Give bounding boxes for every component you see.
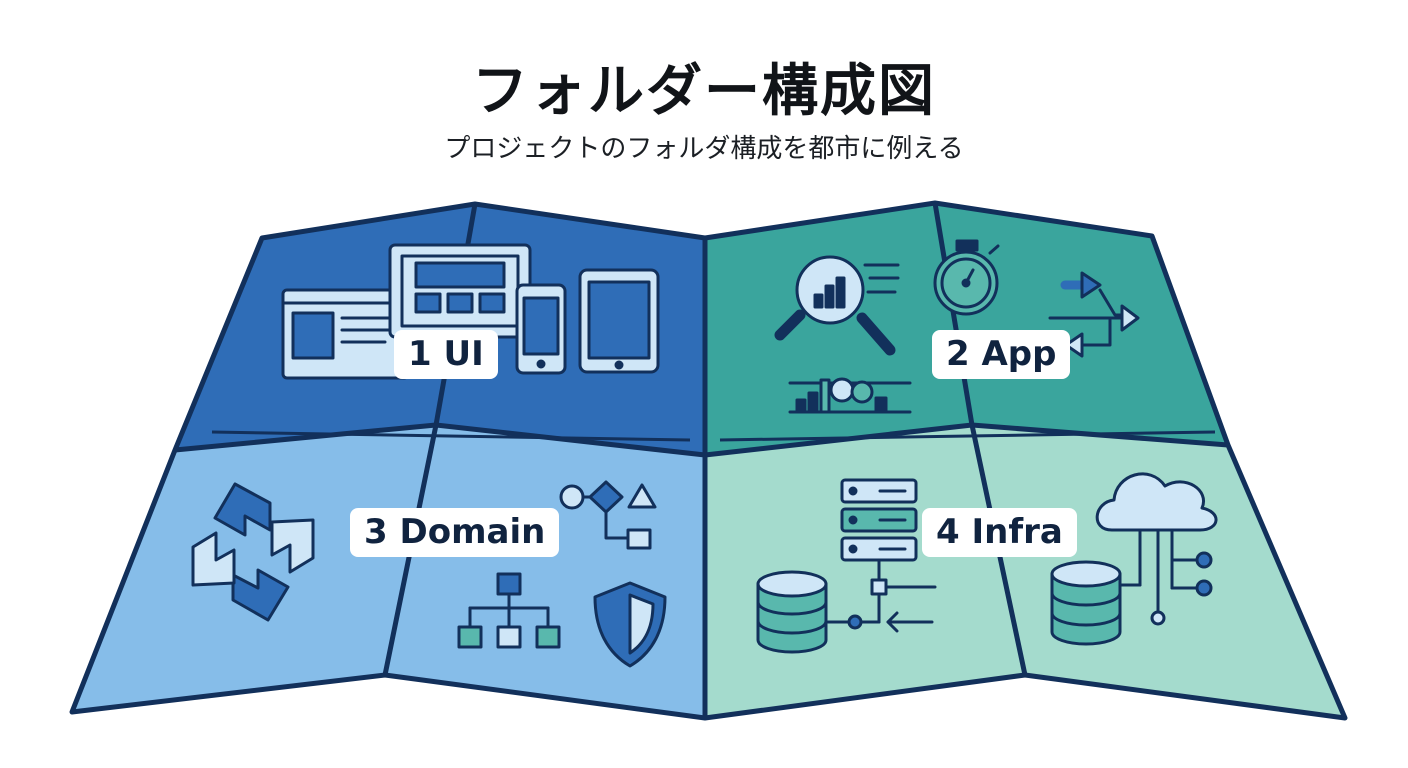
flow-arrows-icon xyxy=(1048,271,1140,358)
app-road-line xyxy=(719,430,1216,442)
smartphone-icon xyxy=(515,283,567,375)
bar-chart-icon xyxy=(788,377,912,414)
database-icon xyxy=(756,570,828,654)
region-label-infra: 4 Infra xyxy=(922,508,1077,557)
region-label-ui: 1 UI xyxy=(394,330,498,379)
linked-hexagons-icon xyxy=(191,482,315,622)
region-label-app: 2 App xyxy=(932,330,1071,379)
hierarchy-icon xyxy=(457,572,561,649)
ui-road-line xyxy=(211,430,691,442)
server-rack-icon xyxy=(826,478,937,633)
flowchart-icon xyxy=(559,480,657,550)
monitor-icon xyxy=(388,243,532,362)
region-label-domain: 3 Domain xyxy=(350,508,560,557)
page-subtitle: プロジェクトのフォルダ構成を都市に例える xyxy=(444,134,964,164)
tablet-icon xyxy=(578,268,660,374)
magnifier-chart-icon xyxy=(774,255,900,356)
page-title: フォルダー構成図 xyxy=(472,59,936,124)
cloud-network-icon xyxy=(1050,472,1218,646)
stopwatch-icon xyxy=(933,239,1000,316)
shield-icon xyxy=(593,581,667,668)
